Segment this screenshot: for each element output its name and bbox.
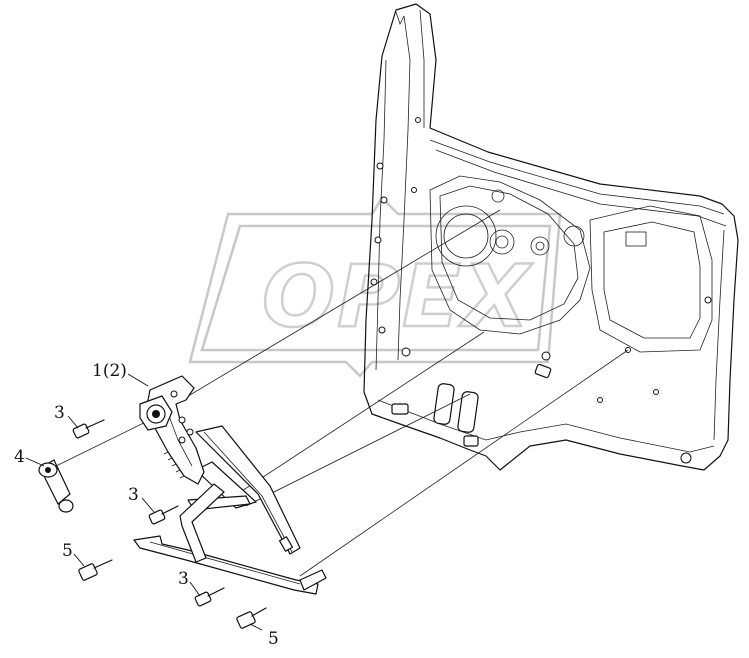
callout-5a: 5 bbox=[62, 541, 73, 561]
watermark-logo: OPEX bbox=[188, 196, 562, 378]
screw-5a bbox=[78, 559, 113, 581]
screw-5b bbox=[236, 607, 267, 629]
crank-handle bbox=[38, 459, 74, 513]
screw-3c bbox=[194, 587, 225, 607]
callout-5b: 5 bbox=[268, 629, 279, 649]
panel-holes bbox=[370, 117, 712, 464]
screw-3b bbox=[148, 505, 179, 525]
callout-3a: 3 bbox=[54, 403, 65, 423]
callout-3c: 3 bbox=[178, 569, 189, 589]
callout-4: 4 bbox=[14, 447, 25, 467]
door-inner-panel bbox=[363, 3, 739, 471]
callout-leaders bbox=[25, 373, 263, 631]
callout-3b: 3 bbox=[128, 485, 139, 505]
callout-1-2: 1(2) bbox=[92, 361, 127, 381]
watermark-text: OPEX bbox=[262, 247, 533, 347]
callout-labels: 1(2) 3 4 3 5 3 5 bbox=[14, 361, 279, 649]
assembly-lines bbox=[51, 209, 629, 577]
window-regulator bbox=[133, 375, 327, 595]
screw-3a bbox=[72, 419, 105, 439]
